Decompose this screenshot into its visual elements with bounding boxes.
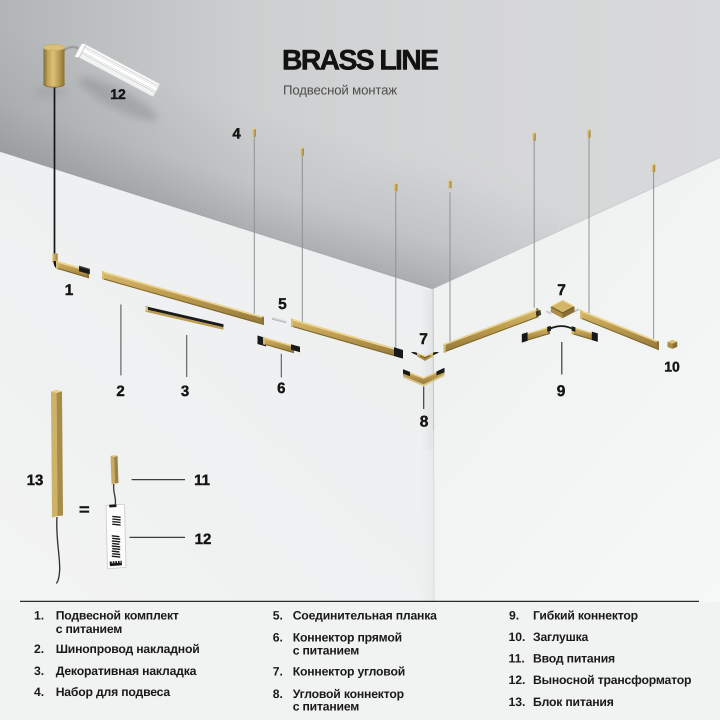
svg-text:2: 2 <box>116 383 124 400</box>
svg-text:Гибкий коннектор: Гибкий коннектор <box>533 609 638 623</box>
svg-text:6: 6 <box>277 380 285 397</box>
svg-text:Выносной трансформатор: Выносной трансформатор <box>533 673 691 687</box>
svg-text:Блок питания: Блок питания <box>533 695 614 709</box>
svg-text:Коннектор прямой: Коннектор прямой <box>293 630 402 644</box>
svg-text:12: 12 <box>110 86 126 102</box>
svg-text:с питанием: с питанием <box>293 644 360 658</box>
svg-text:1: 1 <box>65 282 74 299</box>
svg-text:7: 7 <box>557 282 566 299</box>
svg-text:10: 10 <box>664 359 680 375</box>
svg-text:4: 4 <box>232 126 241 143</box>
svg-text:2.: 2. <box>34 642 44 656</box>
svg-text:11.: 11. <box>509 652 525 666</box>
svg-text:BRASS LINE: BRASS LINE <box>282 44 438 76</box>
svg-text:8.: 8. <box>273 687 283 701</box>
svg-text:Заглушка: Заглушка <box>533 630 589 644</box>
svg-text:3.: 3. <box>34 664 44 678</box>
svg-text:10.: 10. <box>509 630 526 644</box>
svg-text:Подвесной комплект: Подвесной комплект <box>56 609 179 623</box>
svg-text:9.: 9. <box>509 609 519 623</box>
svg-text:12.: 12. <box>509 673 526 687</box>
svg-text:с питанием: с питанием <box>293 700 360 714</box>
svg-text:Соединительная планка: Соединительная планка <box>293 609 437 623</box>
svg-text:3: 3 <box>181 383 189 400</box>
svg-text:9: 9 <box>557 383 566 400</box>
svg-text:5: 5 <box>278 296 287 313</box>
svg-text:Коннектор угловой: Коннектор угловой <box>293 665 405 679</box>
svg-text:Шинопровод накладной: Шинопровод накладной <box>56 642 200 656</box>
svg-text:6.: 6. <box>273 630 283 644</box>
svg-text:8: 8 <box>420 414 429 431</box>
svg-text:13: 13 <box>27 472 44 489</box>
svg-text:13.: 13. <box>509 695 526 709</box>
svg-text:Ввод питания: Ввод питания <box>533 652 615 666</box>
svg-text:12: 12 <box>195 531 212 548</box>
svg-text:Набор для подвеса: Набор для подвеса <box>56 685 171 699</box>
svg-text:Угловой коннектор: Угловой коннектор <box>293 687 404 701</box>
svg-text:11: 11 <box>194 472 210 489</box>
svg-text:Подвесной монтаж: Подвесной монтаж <box>283 83 397 98</box>
svg-text:5.: 5. <box>273 609 283 623</box>
svg-text:Декоративная накладка: Декоративная накладка <box>56 664 197 678</box>
svg-text:с питанием: с питанием <box>56 622 123 636</box>
svg-text:4.: 4. <box>34 685 44 699</box>
svg-text:7: 7 <box>419 331 428 348</box>
svg-text:7.: 7. <box>273 665 283 679</box>
svg-text:1.: 1. <box>34 609 44 623</box>
